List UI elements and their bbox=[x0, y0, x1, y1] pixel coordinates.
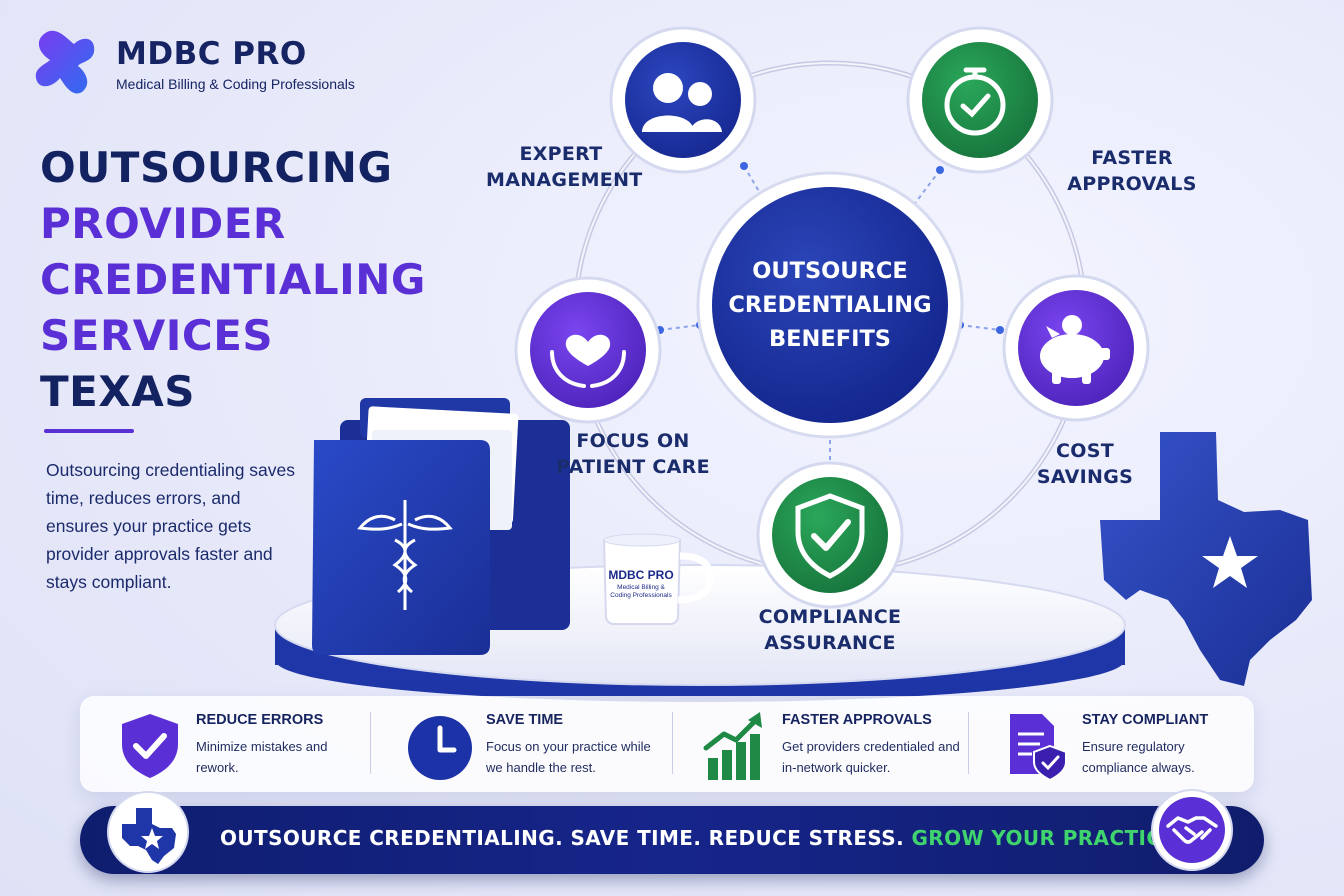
headline-line-4: SERVICES bbox=[40, 311, 274, 360]
clock-icon bbox=[408, 716, 472, 780]
node-expert-management bbox=[609, 26, 757, 174]
mug-tagline: Medical Billing & Coding Professionals bbox=[604, 584, 678, 600]
logo-mark-icon bbox=[35, 30, 95, 94]
center-circle-label: OUTSOURCE CREDENTIALING BENEFITS bbox=[712, 254, 948, 356]
banner-text-accent: GROW YOUR PRACTICE. bbox=[911, 826, 1184, 850]
mug-tagline-line: Coding Professionals bbox=[610, 592, 672, 599]
headline-line-5: TEXAS bbox=[40, 367, 195, 416]
users-icon bbox=[642, 73, 722, 132]
feature-stay-compliant: STAY COMPLIANT Ensure regulatory complia… bbox=[1000, 696, 1240, 792]
coffee-mug bbox=[602, 533, 714, 625]
mug-tagline-line: Medical Billing & bbox=[617, 584, 665, 591]
node-label-line: MANAGEMENT bbox=[486, 169, 643, 191]
center-circle bbox=[696, 171, 964, 439]
center-line-3: BENEFITS bbox=[768, 326, 891, 352]
feature-description: Focus on your practice while we handle t… bbox=[486, 739, 651, 775]
heart-hands-icon bbox=[550, 334, 626, 388]
node-label-line: ASSURANCE bbox=[764, 632, 896, 654]
handshake-badge-icon bbox=[1151, 789, 1233, 871]
shield-check-icon bbox=[795, 493, 865, 579]
cta-banner: OUTSOURCE CREDENTIALING. SAVE TIME. REDU… bbox=[80, 806, 1264, 874]
stopwatch-check-icon bbox=[944, 67, 1006, 136]
node-faster-approvals bbox=[906, 26, 1054, 174]
folder-illustration bbox=[312, 398, 570, 655]
feature-description: Get providers credentialed and in-networ… bbox=[782, 739, 960, 775]
node-label-line: APPROVALS bbox=[1067, 173, 1197, 195]
intro-text: Outsourcing credentialing saves time, re… bbox=[46, 460, 296, 592]
piggy-bank-icon bbox=[1040, 315, 1110, 384]
brand-name: MDBC PRO bbox=[116, 36, 307, 72]
page-headline: OUTSOURCING PROVIDER CREDENTIALING SERVI… bbox=[40, 140, 480, 420]
feature-reduce-errors: REDUCE ERRORS Minimize mistakes and rewo… bbox=[114, 696, 374, 792]
texas-map-icon bbox=[1100, 432, 1312, 686]
node-patient-care bbox=[514, 276, 662, 424]
node-label-faster-approvals: FASTER APPROVALS bbox=[1062, 145, 1202, 197]
node-label-line: EXPERT bbox=[519, 143, 603, 165]
feature-separator bbox=[672, 712, 673, 774]
feature-title: REDUCE ERRORS bbox=[196, 712, 324, 728]
mug-brand-name: MDBC PRO bbox=[608, 568, 674, 582]
node-cost-savings bbox=[1002, 274, 1150, 422]
node-label-line: COST bbox=[1056, 440, 1114, 462]
feature-save-time: SAVE TIME Focus on your practice while w… bbox=[404, 696, 674, 792]
node-label-line: PATIENT CARE bbox=[556, 456, 710, 478]
headline-divider bbox=[44, 429, 134, 433]
center-line-1: OUTSOURCE bbox=[752, 258, 908, 284]
features-bar: REDUCE ERRORS Minimize mistakes and rewo… bbox=[80, 696, 1254, 792]
caduceus-icon bbox=[357, 500, 453, 610]
headline-line-3: CREDENTIALING bbox=[40, 255, 426, 304]
document-shield-icon bbox=[1010, 714, 1067, 780]
node-label-compliance-assurance: COMPLIANCE ASSURANCE bbox=[748, 604, 912, 656]
node-label-patient-care: FOCUS ON PATIENT CARE bbox=[548, 428, 718, 480]
shield-check-icon bbox=[122, 714, 178, 778]
feature-description: Ensure regulatory compliance always. bbox=[1082, 739, 1195, 775]
node-compliance-assurance bbox=[756, 461, 904, 609]
headline-line-1: OUTSOURCING bbox=[40, 143, 393, 192]
node-label-line: SAVINGS bbox=[1036, 466, 1134, 488]
node-label-line: FOCUS ON bbox=[576, 430, 690, 452]
banner-text-main: OUTSOURCE CREDENTIALING. SAVE TIME. REDU… bbox=[220, 826, 905, 850]
texas-badge-icon bbox=[107, 791, 189, 873]
headline-line-2: PROVIDER bbox=[40, 199, 286, 248]
brand-tagline: Medical Billing & Coding Professionals bbox=[116, 76, 355, 92]
feature-faster-approvals: FASTER APPROVALS Get providers credentia… bbox=[700, 696, 980, 792]
feature-description: Minimize mistakes and rework. bbox=[196, 739, 328, 775]
feature-title: STAY COMPLIANT bbox=[1082, 712, 1209, 728]
growth-chart-icon bbox=[703, 712, 762, 780]
node-label-expert-management: EXPERT MANAGEMENT bbox=[486, 141, 643, 193]
node-label-cost-savings: COST SAVINGS bbox=[1030, 438, 1140, 490]
center-line-2: CREDENTIALING bbox=[728, 292, 932, 318]
banner-text: OUTSOURCE CREDENTIALING. SAVE TIME. REDU… bbox=[220, 826, 1183, 850]
feature-separator bbox=[968, 712, 969, 774]
node-label-line: COMPLIANCE bbox=[758, 606, 902, 628]
brand-logo: MDBC PRO Medical Billing & Coding Profes… bbox=[34, 26, 394, 98]
node-label-line: FASTER bbox=[1091, 147, 1173, 169]
feature-separator bbox=[370, 712, 371, 774]
feature-title: SAVE TIME bbox=[486, 712, 564, 728]
feature-title: FASTER APPROVALS bbox=[782, 712, 932, 728]
